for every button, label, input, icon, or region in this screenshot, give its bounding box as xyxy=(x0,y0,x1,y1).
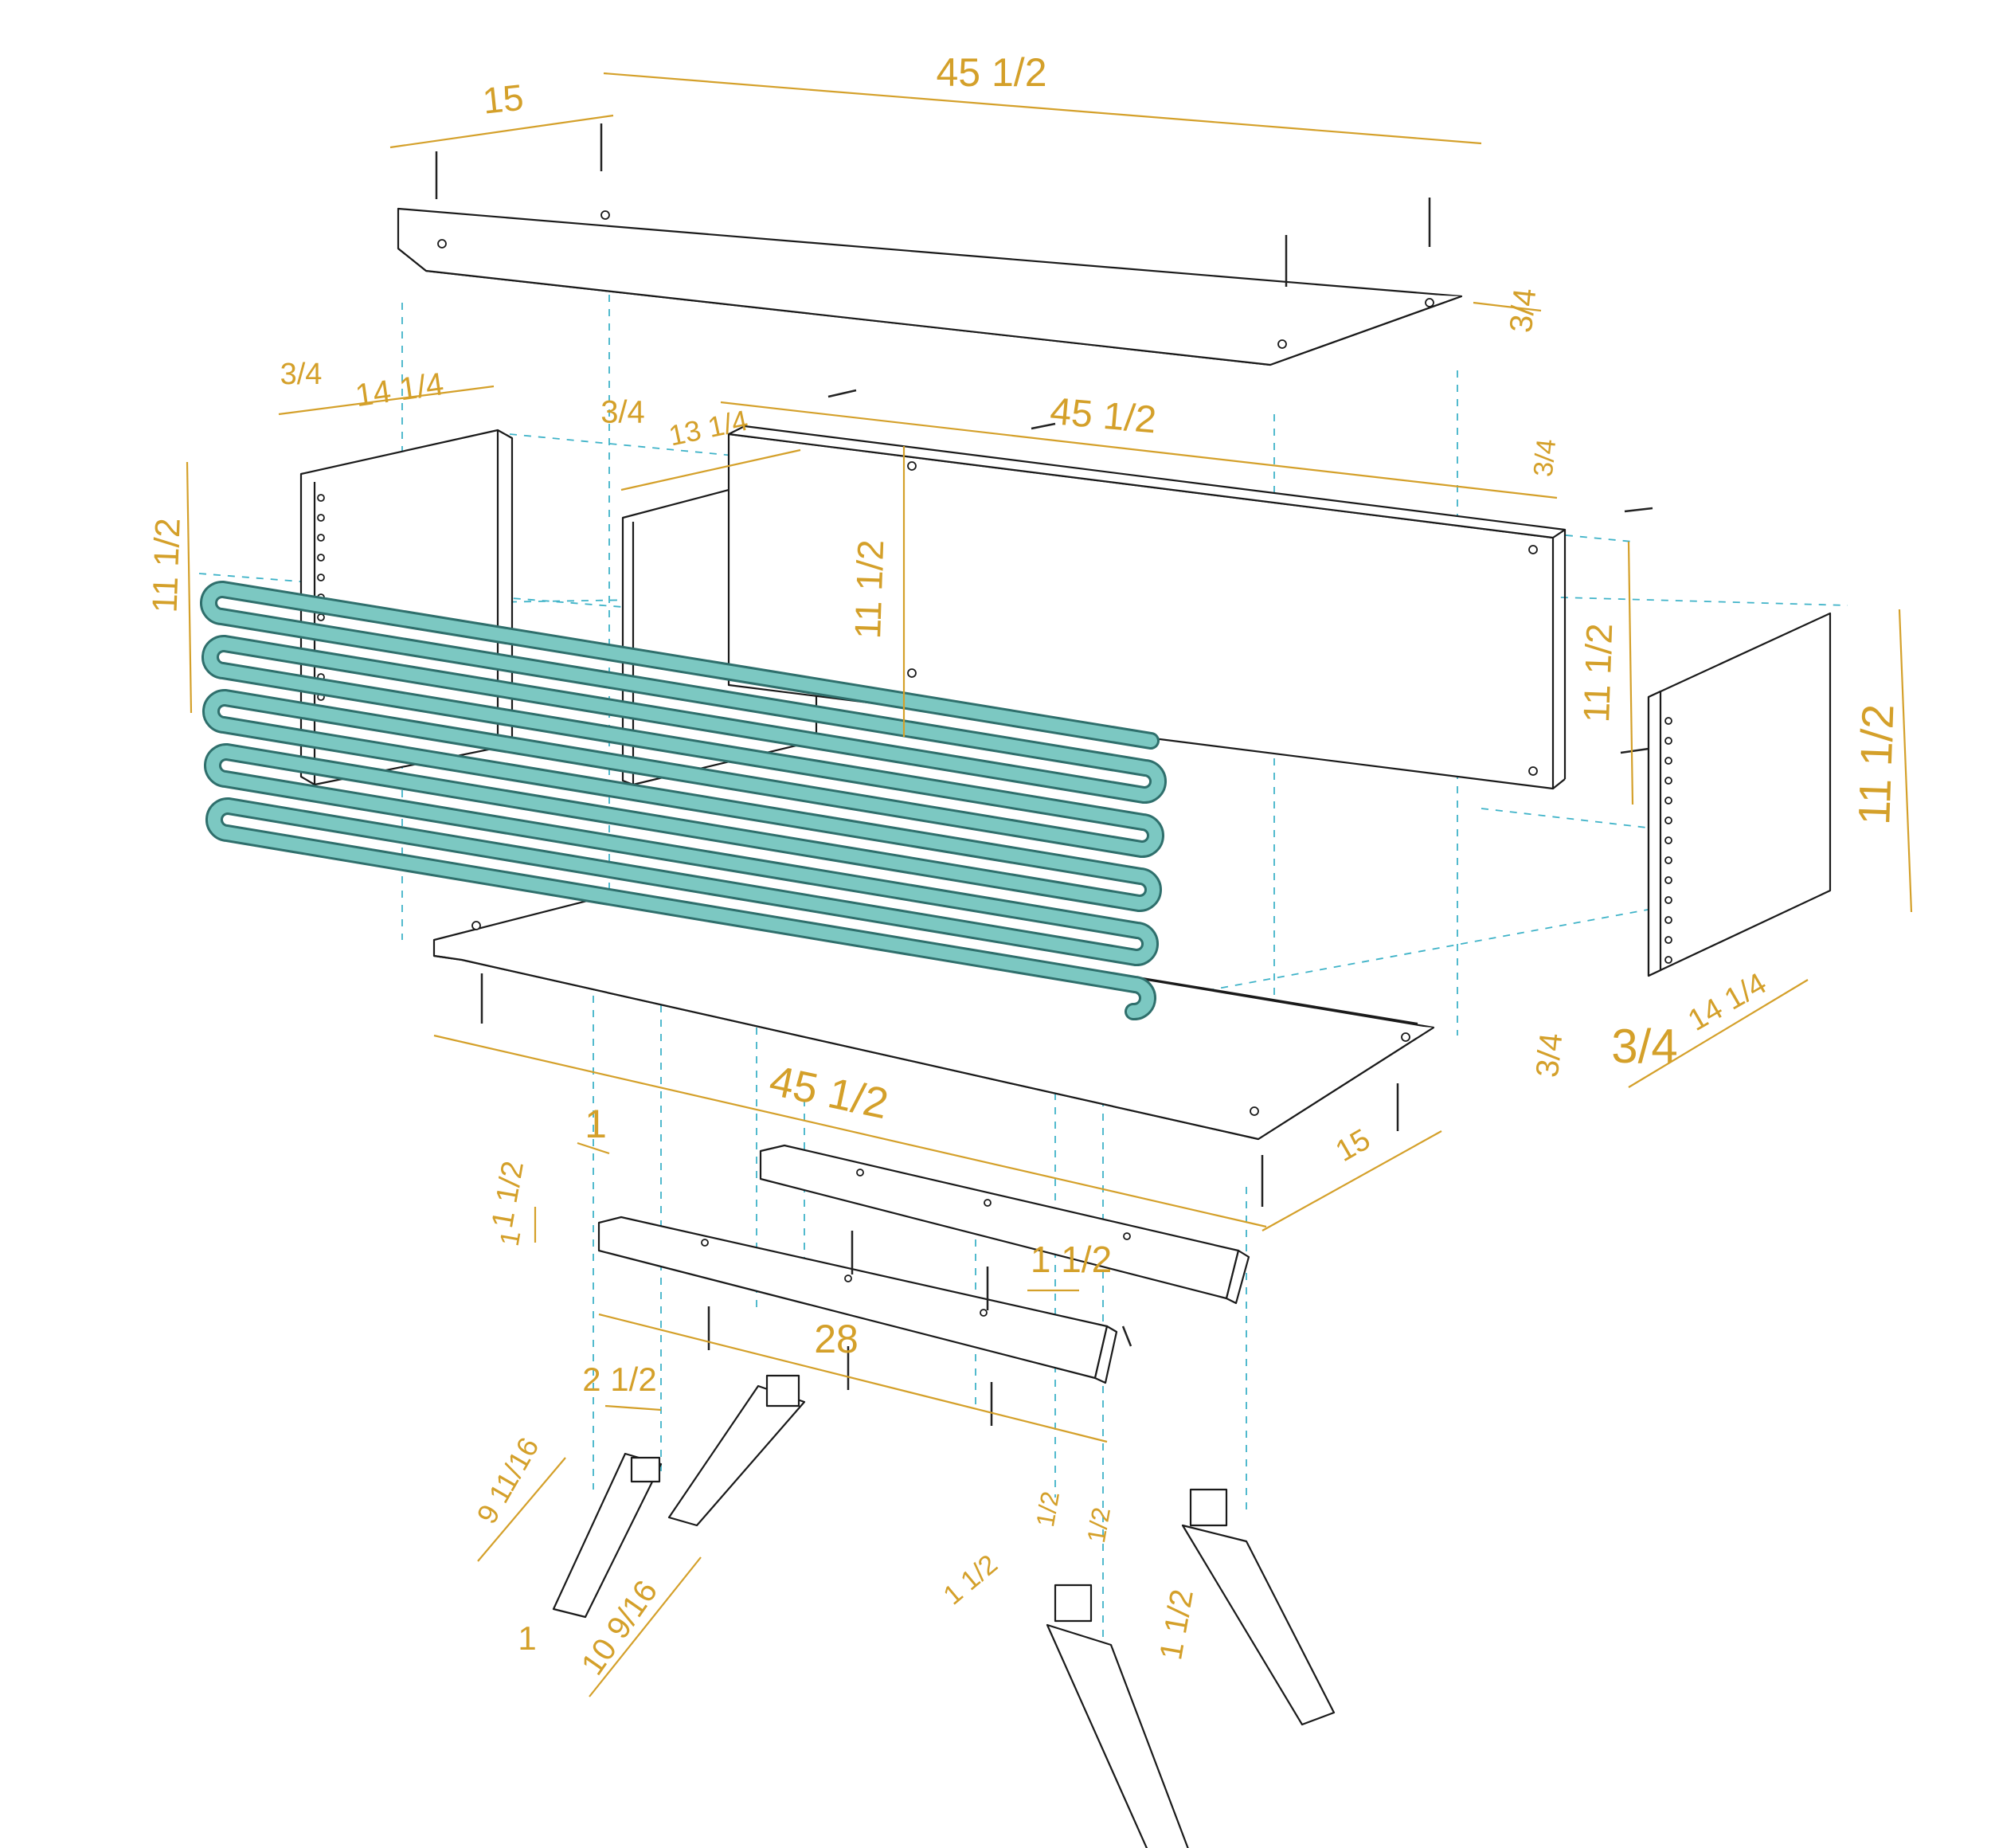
leg-front-left xyxy=(552,1452,663,1619)
dim-left-side-depth: 14 1/4 xyxy=(354,366,446,413)
dim-bottom-thickness: 3/4 xyxy=(1530,1032,1570,1079)
front-rail xyxy=(597,1216,1118,1384)
dim-left-side-height: 11 1/2 xyxy=(146,518,188,614)
dim-rail-height-a: 1 1/2 xyxy=(486,1158,530,1231)
dim-leg-tenon-b: 1/2 xyxy=(1082,1505,1116,1545)
dim-top-depth: 15 xyxy=(480,76,525,122)
right-side-panel xyxy=(1647,612,1832,977)
dim-leg-side-b: 1 1/2 xyxy=(1153,1587,1200,1662)
dim-bottom-length: 45 1/2 xyxy=(765,1056,892,1128)
dim-leg-width-bottom: 1 xyxy=(518,1619,536,1657)
dim-back-length: 45 1/2 xyxy=(1048,390,1158,441)
leg-back-left xyxy=(667,1374,806,1527)
dim-leg-width-top: 2 1/2 xyxy=(582,1361,656,1398)
serpentine-tube-rack xyxy=(200,581,1167,1020)
dim-back-thickness: 3/4 xyxy=(1528,437,1563,478)
top-panel xyxy=(397,207,1463,366)
screw-hole xyxy=(1425,298,1434,307)
dim-bottom-depth: 15 xyxy=(1330,1123,1376,1169)
dim-rail-height-b: 1 xyxy=(495,1228,527,1248)
top-screws xyxy=(435,123,1431,287)
dim-rail-length: 28 xyxy=(814,1317,859,1361)
dim-back-height: 11 1/2 xyxy=(1575,623,1620,723)
dim-rail-width: 1 xyxy=(585,1102,607,1146)
screw-hole xyxy=(600,210,610,220)
dim-leg-side-a: 1 1/2 xyxy=(938,1549,1003,1611)
back-rail xyxy=(759,1144,1250,1305)
dim-leg-length-inner: 9 11/16 xyxy=(470,1431,545,1529)
leg-front-right xyxy=(1046,1584,1189,1848)
dimension-lines xyxy=(186,72,1913,1697)
dim-leg-tenon-a: 1/2 xyxy=(1031,1490,1065,1529)
dim-partition-thickness: 3/4 xyxy=(600,395,645,430)
dim-right-side-thickness: 3/4 xyxy=(1611,1020,1677,1073)
dim-rail-notch: 1 1/2 xyxy=(1031,1239,1112,1280)
dim-left-side-thickness: 3/4 xyxy=(280,358,323,391)
dim-right-side-height: 11 1/2 xyxy=(1848,703,1903,826)
screw-hole xyxy=(1277,339,1287,349)
rail-screws xyxy=(707,1231,1132,1426)
shelf-pin-holes xyxy=(1664,717,1672,964)
leg-back-right xyxy=(1181,1488,1336,1726)
dim-partition-height: 11 1/2 xyxy=(847,539,891,640)
screw-hole xyxy=(437,239,447,249)
bottom-screws xyxy=(480,973,1399,1207)
dim-top-thickness: 3/4 xyxy=(1504,287,1543,335)
dim-top-length: 45 1/2 xyxy=(936,50,1046,95)
back-screws xyxy=(827,389,1653,754)
